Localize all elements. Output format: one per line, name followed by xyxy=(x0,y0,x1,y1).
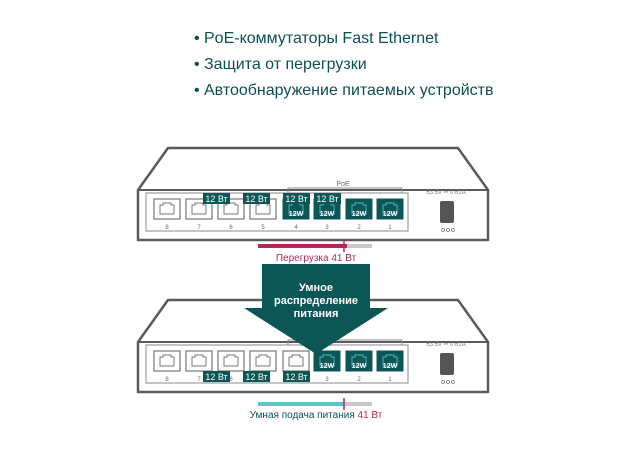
port-socket xyxy=(191,354,207,367)
poe-port-label: 12W xyxy=(289,211,304,218)
port-socket xyxy=(351,354,367,367)
status-led xyxy=(451,380,455,384)
bullet-icon: • xyxy=(194,56,200,73)
port-number: 6 xyxy=(229,225,233,231)
power-jack xyxy=(440,353,454,375)
poe-bracket xyxy=(287,339,403,345)
port-socket xyxy=(255,354,271,367)
port-socket xyxy=(319,354,335,367)
feature-item: •Автообнаружение питаемых устройств xyxy=(194,80,493,106)
port-7 xyxy=(185,350,213,372)
port-number: 8 xyxy=(165,225,169,231)
overload-label: Перегрузка 41 Вт xyxy=(276,253,357,264)
port-number: 5 xyxy=(261,377,265,383)
port-8 xyxy=(153,198,181,220)
smart-power-label: Умная подача питания 41 Вт xyxy=(250,410,383,421)
power-jack xyxy=(440,201,454,223)
port-number: 4 xyxy=(294,225,298,231)
feature-item: •PoE-коммутаторы Fast Ethernet xyxy=(194,28,493,54)
feature-list: •PoE-коммутаторы Fast Ethernet •Защита о… xyxy=(194,28,493,106)
watt-badge xyxy=(203,371,230,382)
watt-badge xyxy=(314,193,341,204)
overload-bar-fill xyxy=(258,244,347,248)
port-number: 2 xyxy=(357,225,361,231)
watt-badge-label: 12 Вт xyxy=(245,194,267,204)
port-socket xyxy=(351,202,367,215)
smart-power-indicator: Умная подача питания 41 Вт xyxy=(250,398,383,421)
power-spec: 53.5V ⎓ 0.61A xyxy=(426,190,465,196)
watt-badge-label: 12 Вт xyxy=(205,372,227,382)
watt-badge-label: 12 Вт xyxy=(285,194,307,204)
port-socket xyxy=(382,202,398,215)
arrow-label-line3: питания xyxy=(294,308,339,320)
port-socket xyxy=(382,354,398,367)
switch-bottom-ports xyxy=(153,350,404,372)
smart-bar-fill xyxy=(258,402,344,406)
port-socket xyxy=(223,354,239,367)
watt-badge-label: 12 Вт xyxy=(245,372,267,382)
arrow-label-line1: Умное xyxy=(299,282,333,294)
switch-top: PoE 53.5V ⎓ 0.61A 12W 12W 12W 12W xyxy=(136,146,490,242)
poe-port-label: 12W xyxy=(383,363,398,370)
status-led xyxy=(451,228,455,232)
power-spec: 53.5V ⎓ 0.61A xyxy=(426,342,465,348)
watt-badge xyxy=(243,371,270,382)
status-led xyxy=(441,228,445,232)
port-number: 3 xyxy=(325,225,329,231)
port-number: 7 xyxy=(197,377,201,383)
port-socket xyxy=(223,202,239,215)
poe-port-label: 12W xyxy=(352,363,367,370)
poe-label: PoE xyxy=(336,181,350,188)
port-8 xyxy=(153,350,181,372)
arrow-shape xyxy=(244,264,388,354)
status-led xyxy=(446,380,450,384)
feature-item: •Защита от перегрузки xyxy=(194,54,493,80)
bullet-icon: • xyxy=(194,82,200,99)
bullet-icon: • xyxy=(194,30,200,47)
port-number: 8 xyxy=(165,377,169,383)
port-number: 1 xyxy=(388,225,392,231)
poe-bracket xyxy=(287,187,403,193)
poe-port-label: 12W xyxy=(320,211,335,218)
port-socket xyxy=(288,354,304,367)
port-number: 5 xyxy=(261,225,265,231)
port-number: 3 xyxy=(325,377,329,383)
port-socket xyxy=(159,354,175,367)
overload-indicator: Перегрузка 41 Вт xyxy=(258,240,372,264)
watt-badge-label: 12 Вт xyxy=(205,194,227,204)
port-number: 1 xyxy=(388,377,392,383)
down-arrow: Умное распределение питания xyxy=(244,264,388,354)
port-number: 6 xyxy=(229,377,233,383)
watt-badge xyxy=(283,193,310,204)
watt-badge xyxy=(283,371,310,382)
port-6 xyxy=(217,350,245,372)
status-led xyxy=(446,228,450,232)
port-socket xyxy=(159,202,175,215)
poe-port-label: 12W xyxy=(383,211,398,218)
watt-badge xyxy=(243,193,270,204)
port-number: 4 xyxy=(294,377,298,383)
watt-badge-label: 12 Вт xyxy=(316,194,338,204)
poe-port-label: 12W xyxy=(352,211,367,218)
arrow-label-line2: распределение xyxy=(274,295,358,307)
watt-badge xyxy=(203,193,230,204)
status-led xyxy=(441,380,445,384)
port-number: 2 xyxy=(357,377,361,383)
port-number: 7 xyxy=(197,225,201,231)
port-4 xyxy=(282,350,310,372)
watt-badge-label: 12 Вт xyxy=(285,372,307,382)
port-5 xyxy=(249,350,277,372)
poe-port-label: 12W xyxy=(320,363,335,370)
